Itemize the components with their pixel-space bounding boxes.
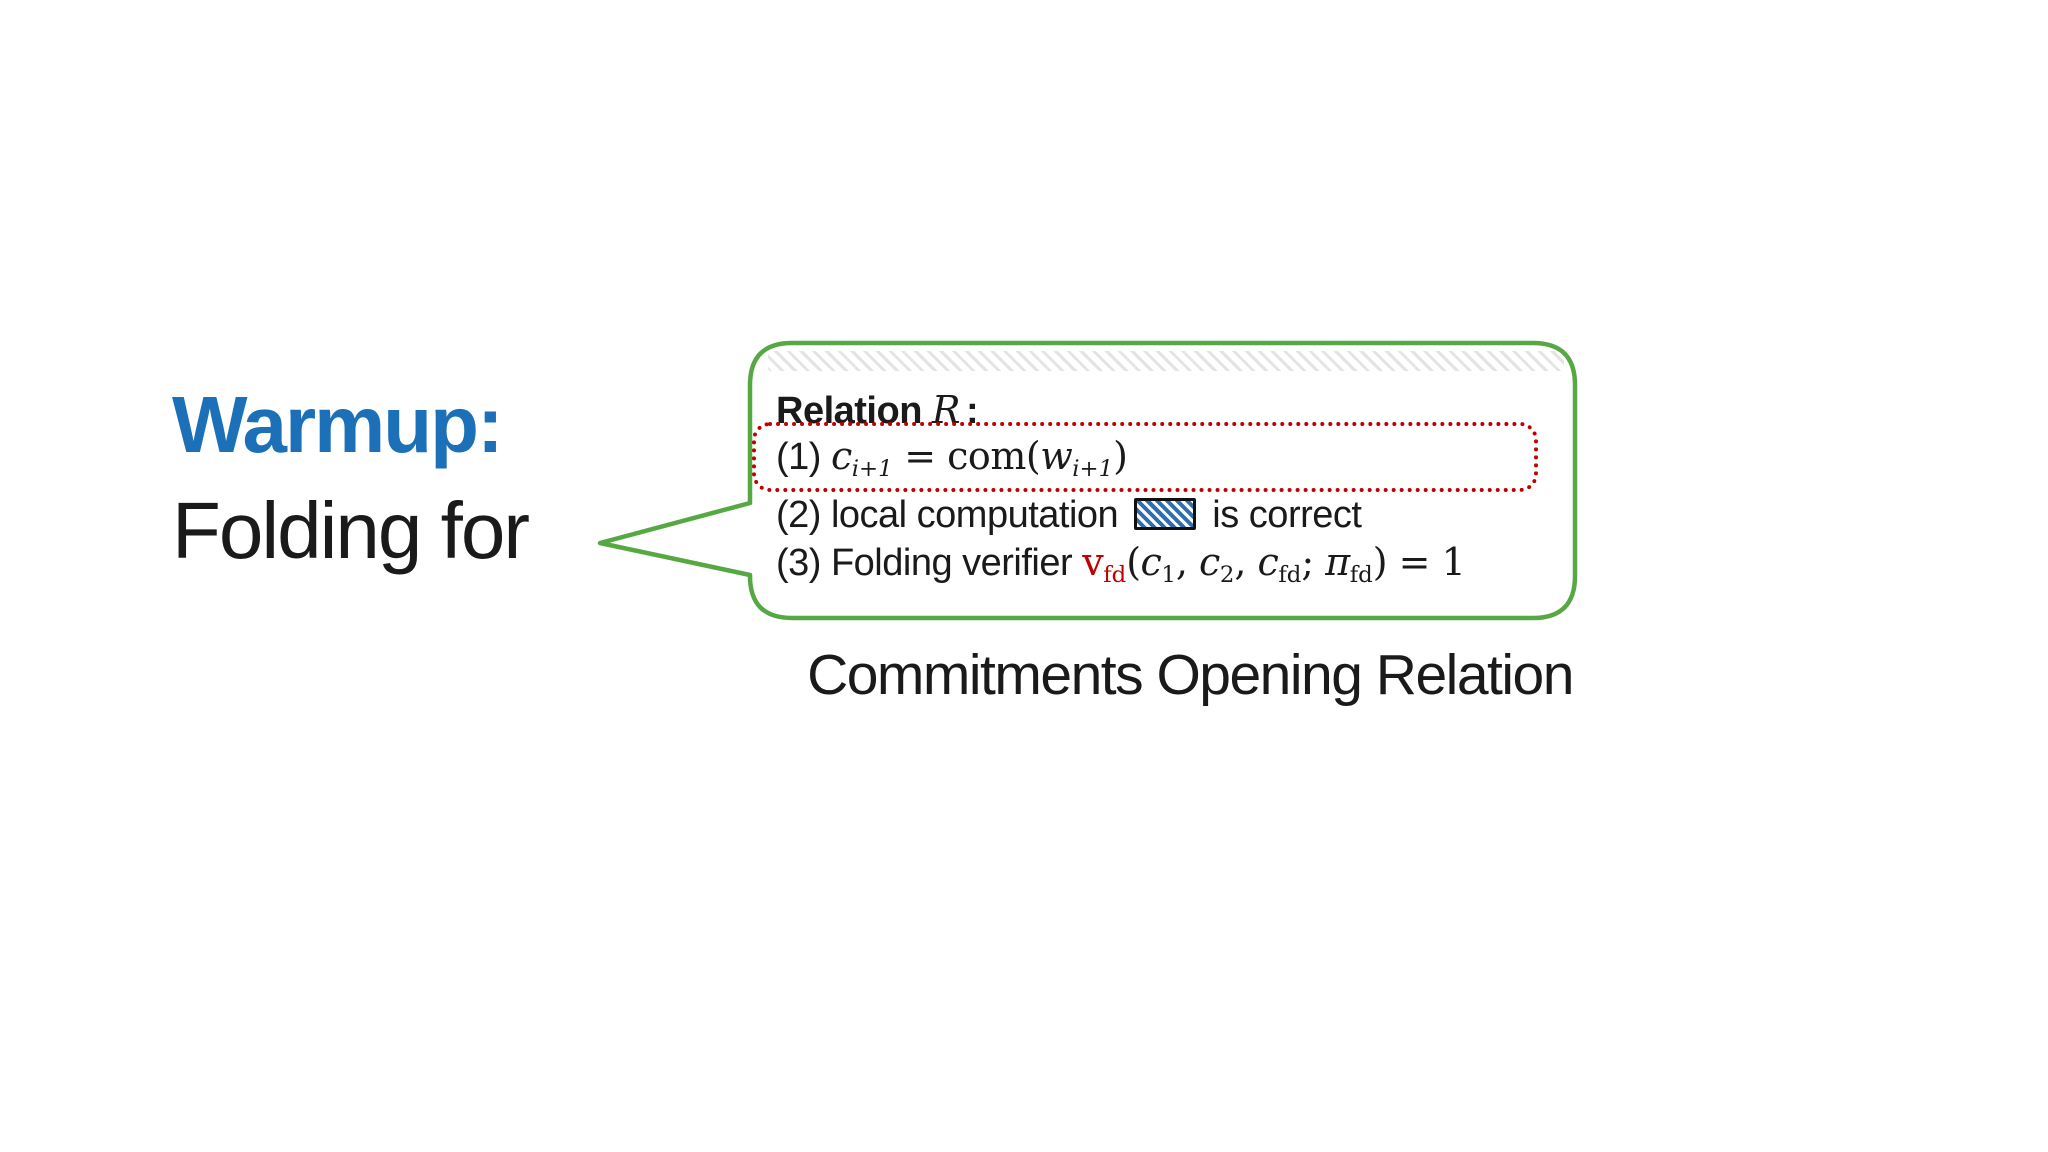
math-segment: 2 bbox=[1219, 561, 1235, 588]
red-dotted-highlight-box bbox=[752, 422, 1538, 492]
title-line-2: Folding for bbox=[172, 485, 530, 575]
relation-item-3: (3)Folding verifier vfd(c1, c2, cfd; πfd… bbox=[776, 540, 1466, 588]
item-index: (1) bbox=[776, 436, 821, 478]
slide-title: Warmup: Folding for bbox=[172, 372, 692, 583]
math-segment: c bbox=[830, 434, 852, 478]
title-line-1: Warmup: bbox=[172, 380, 504, 469]
math-segment: ) = 1 bbox=[1372, 540, 1466, 584]
math-segment: w bbox=[1040, 434, 1073, 478]
math-segment: ; bbox=[1301, 540, 1326, 584]
math-segment: i+1 bbox=[851, 455, 893, 482]
math-segment: fd bbox=[1349, 561, 1373, 588]
math-segment: = com( bbox=[892, 434, 1041, 478]
speech-bubble-outline bbox=[597, 340, 1578, 621]
math-segment: c bbox=[1140, 540, 1162, 584]
math-segment: is correct bbox=[1202, 494, 1362, 536]
math-segment: local computation bbox=[830, 494, 1129, 536]
relation-item-2: (2)local computation is correct bbox=[776, 494, 1362, 537]
math-segment: ) bbox=[1113, 434, 1128, 478]
math-segment: , bbox=[1175, 540, 1200, 584]
math-segment: c bbox=[1199, 540, 1220, 584]
math-segment: c bbox=[1257, 540, 1279, 584]
math-segment: v bbox=[1082, 540, 1104, 584]
faded-hatch-band bbox=[768, 351, 1564, 371]
math-segment: fd bbox=[1103, 561, 1127, 588]
relation-item-1: (1)ci+1 = com(wi+1) bbox=[776, 434, 1128, 482]
math-segment: fd bbox=[1278, 561, 1302, 588]
math-segment: , bbox=[1234, 540, 1258, 584]
math-segment: 1 bbox=[1161, 561, 1176, 588]
math-segment: Folding verifier bbox=[830, 542, 1083, 584]
hatched-box-icon bbox=[1134, 498, 1197, 530]
math-segment: i+1 bbox=[1072, 455, 1114, 482]
math-segment: π bbox=[1325, 540, 1350, 584]
math-segment: ( bbox=[1126, 540, 1141, 584]
relation-heading-colon: : bbox=[966, 390, 979, 432]
bubble-caption: Commitments Opening Relation bbox=[807, 643, 1574, 707]
item-index: (3) bbox=[776, 542, 821, 584]
item-index: (2) bbox=[776, 494, 821, 536]
